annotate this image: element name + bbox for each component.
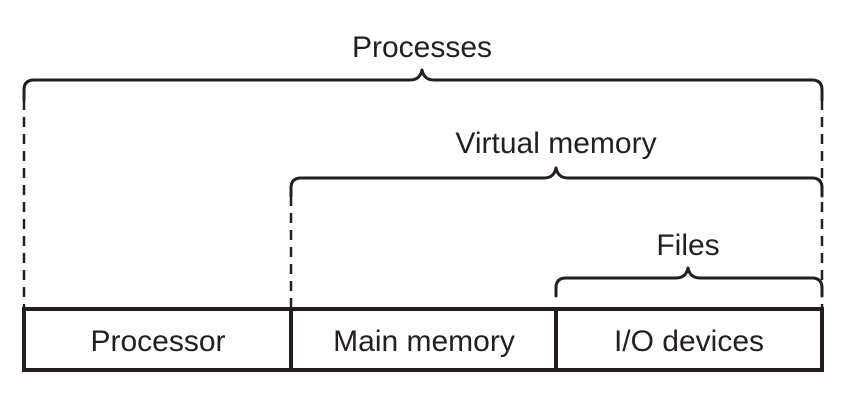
- virtual-memory-brace: [289, 166, 824, 198]
- virtual-memory-bracket: Virtual memory: [289, 127, 824, 307]
- hardware-box-outline: [22, 307, 824, 372]
- processor-label: Processor: [90, 325, 225, 358]
- virtual-memory-label: Virtual memory: [455, 127, 656, 160]
- processes-brace: [22, 68, 824, 102]
- processes-label: Processes: [352, 31, 492, 64]
- files-brace: [554, 266, 824, 298]
- files-label: Files: [656, 229, 719, 262]
- hardware-row: Processor Main memory I/O devices: [22, 307, 824, 372]
- processes-bracket: Processes: [22, 31, 824, 307]
- main-memory-label: Main memory: [333, 325, 515, 358]
- io-devices-label: I/O devices: [614, 325, 764, 358]
- files-bracket: Files: [554, 229, 824, 298]
